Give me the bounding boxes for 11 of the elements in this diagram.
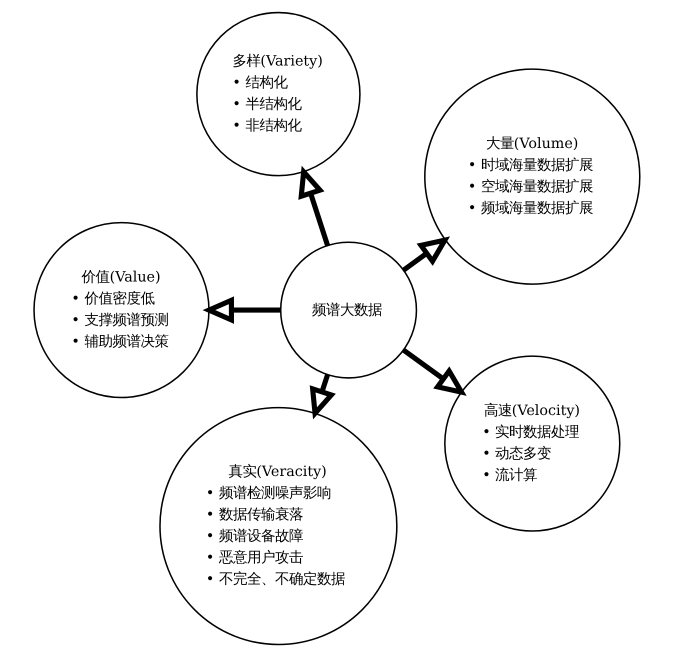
- arrow: [298, 166, 330, 246]
- arrow: [202, 296, 280, 324]
- arrow: [310, 374, 336, 420]
- node-circle: 高速(Velocity) • 实时数据处理 • 动态多变 • 流计算: [444, 355, 621, 532]
- node-circle: 大量(Volume) • 时域海量数据扩展 • 空域海量数据扩展 • 频域海量数据扩展: [424, 68, 641, 285]
- arrow: [402, 348, 467, 396]
- node-circle: 多样(Variety) • 结构化 • 半结构化 • 非结构化: [196, 12, 361, 176]
- arrow: [402, 236, 450, 272]
- node-circle: 频谱大数据: [280, 241, 418, 379]
- node-circle: 价值(Value) • 价值密度低 • 支撑频谱预测 • 辅助频谱决策: [33, 222, 210, 398]
- node-circle: 真实(Veracity) • 频谱检测噪声影响 • 数据传输衰落 • 频谱设备故障 • 恶意用户攻击 • 不完全、不确定数据: [159, 406, 398, 646]
